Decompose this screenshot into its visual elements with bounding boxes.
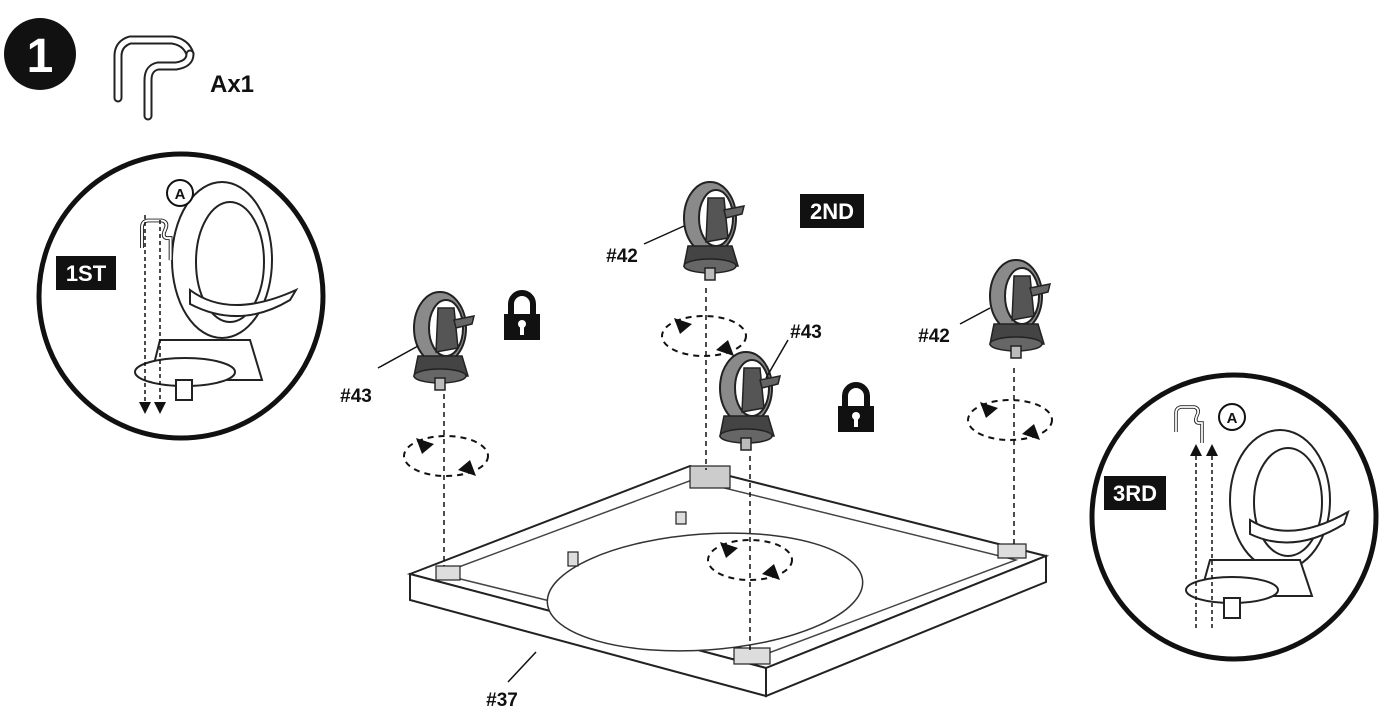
step-number-badge: 1 [4,18,76,90]
caster-wheel-icon [719,351,781,451]
order-tag-third-text: 3RD [1113,481,1157,506]
order-tag-second [800,194,864,228]
leader-43-center [765,339,789,379]
lock-icon [838,385,874,432]
order-tag-second-text: 2ND [810,199,854,224]
label-base: #37 [486,690,518,711]
detail-circle-third: A 3RD [1089,372,1379,662]
caster-wheel-icon [683,181,745,281]
label-43-center: #43 [790,322,822,343]
part-letter-first: A [175,186,186,203]
leader-base [507,651,537,683]
order-tag-first-text: 1ST [66,261,107,286]
caster-wheel-icon [413,291,475,391]
step-number: 1 [27,30,54,83]
rotate-arrow-icon [661,315,747,357]
rotate-arrow-icon [967,399,1053,441]
leader-43-left [377,345,419,369]
caster-wheel-icon [989,259,1051,359]
lock-icon [504,293,540,340]
part-quantity: Ax1 [210,71,254,98]
part-letter-third: A [1227,410,1238,427]
base-frame [406,464,1050,698]
rotate-arrow-icon [403,435,489,477]
order-tag-third [1104,476,1166,510]
label-42-right: #42 [918,326,950,347]
leader-42-right [959,307,991,325]
order-tag-first [56,256,116,290]
label-42-top: #42 [606,246,638,267]
key-tool-icon [113,35,195,121]
label-43-left: #43 [340,386,372,407]
detail-circle-first: A 1ST [36,151,326,441]
leader-42-top [643,225,685,245]
